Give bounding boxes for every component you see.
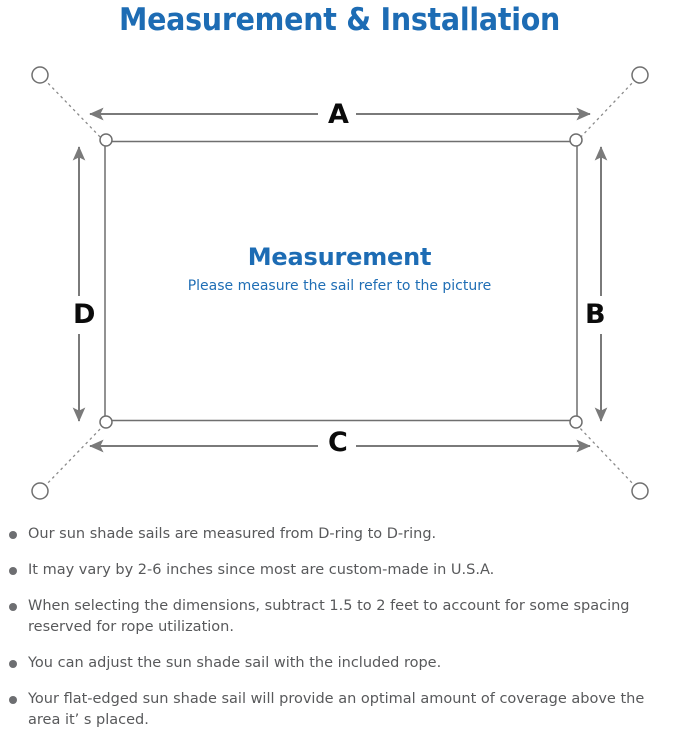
bullet-icon xyxy=(9,696,17,704)
list-item-text: It may vary by 2-6 inches since most are… xyxy=(28,562,495,578)
dimension-label-a: A xyxy=(321,99,356,130)
page-title: Measurement & Installation xyxy=(118,2,561,38)
dimension-label-b: B xyxy=(578,299,613,330)
rope-lines xyxy=(43,78,637,488)
list-item: Our sun shade sails are measured from D-… xyxy=(0,524,679,545)
dimension-label-c: C xyxy=(321,427,355,458)
measurement-diagram: Measurement Please measure the sail refe… xyxy=(0,46,679,516)
anchor-bottom-right xyxy=(631,482,649,500)
notes-list: Our sun shade sails are measured from D-… xyxy=(0,524,679,731)
diagram-svg xyxy=(31,66,649,500)
d-ring-bottom-right xyxy=(569,415,583,429)
dimension-label-d: D xyxy=(66,299,103,330)
anchor-top-right xyxy=(631,66,649,84)
list-item: It may vary by 2-6 inches since most are… xyxy=(0,560,679,581)
rope-top-right xyxy=(576,78,637,142)
anchor-points xyxy=(31,66,649,500)
rope-bottom-left xyxy=(43,424,105,488)
sail-center-subtext: Please measure the sail refer to the pic… xyxy=(187,278,492,294)
list-item-text: You can adjust the sun shade sail with t… xyxy=(28,655,442,671)
bullet-icon xyxy=(9,567,17,575)
d-rings xyxy=(99,133,583,429)
d-ring-bottom-left xyxy=(99,415,113,429)
list-item: When selecting the dimensions, subtract … xyxy=(0,596,679,638)
list-item-text: Our sun shade sails are measured from D-… xyxy=(28,526,437,542)
anchor-bottom-left xyxy=(31,482,49,500)
bullet-icon xyxy=(9,603,17,611)
anchor-top-left xyxy=(31,66,49,84)
list-item-text: When selecting the dimensions, subtract … xyxy=(28,598,630,635)
list-item-text: Your flat-edged sun shade sail will prov… xyxy=(28,691,645,728)
list-item: Your flat-edged sun shade sail will prov… xyxy=(0,689,679,731)
d-ring-top-right xyxy=(569,133,583,147)
sail-center-heading: Measurement xyxy=(247,243,432,271)
d-ring-top-left xyxy=(99,133,113,147)
rope-top-left xyxy=(43,78,105,142)
bullet-icon xyxy=(9,660,17,668)
list-item: You can adjust the sun shade sail with t… xyxy=(0,653,679,674)
bullet-icon xyxy=(9,531,17,539)
rope-bottom-right xyxy=(576,424,637,488)
